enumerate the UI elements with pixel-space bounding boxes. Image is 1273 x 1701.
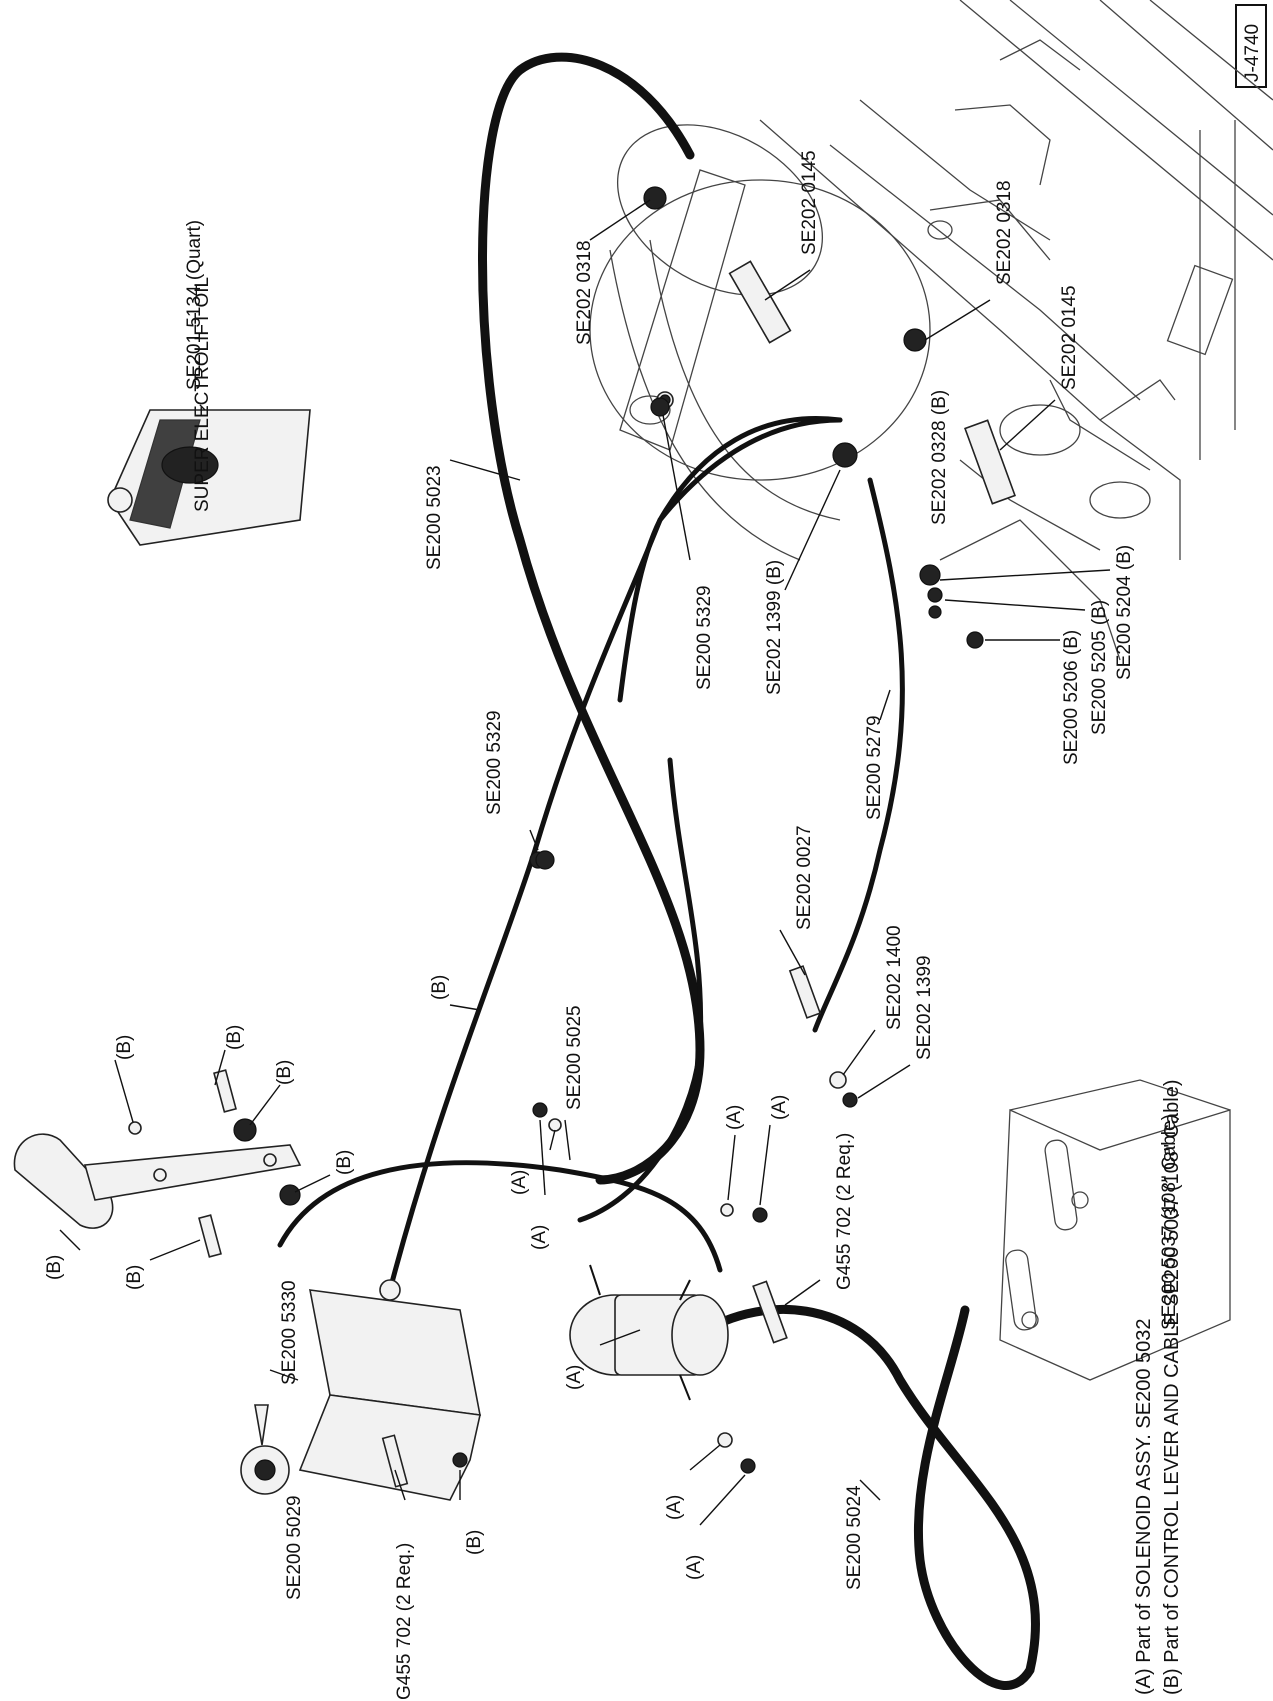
label-bolt-right: SE202 0145 [1059,285,1080,390]
ref-b-5: (B) [44,1255,65,1280]
hardware [128,186,1016,1488]
ref-a-1: (A) [509,1170,530,1195]
label-part-5206: SE200 5206 (B) [1061,630,1082,765]
ref-a-5: (A) [564,1365,585,1390]
label-bolt-0027: SE202 0027 [794,825,815,930]
legend: (A) Part of SOLENOID ASSY. SE200 5032 (B… [1133,1079,1183,1695]
ref-a-6: (A) [664,1495,685,1520]
ref-b-1: (B) [114,1035,135,1060]
label-screw-g455-right: G455 702 (2 Req.) [834,1133,855,1290]
label-part-5205: SE200 5205 (B) [1089,600,1110,735]
label-cable-5023: SE200 5023 [424,465,445,570]
ref-a-4: (A) [769,1095,790,1120]
label-cable-5024: SE200 5024 [844,1485,865,1590]
ref-b-7: (B) [464,1530,485,1555]
ref-b-3: (B) [274,1060,295,1085]
figure-id: J-4740 [1242,24,1263,82]
label-battery-cable: SE200 5037 (108" Cable) [1159,1114,1180,1330]
oil-can: SUPER ELECTROLIFT OIL [107,277,311,546]
leader-lines [59,199,1111,1526]
label-bolt-top: SE202 0145 [799,150,820,255]
label-bolt-b: SE202 0328 (B) [929,390,950,525]
ref-b-2: (B) [224,1025,245,1050]
label-screw-g455-left: G455 702 (2 Req.) [394,1543,415,1700]
oil-can-text: SUPER ELECTROLIFT OIL [192,277,213,512]
label-oil: SE201 5134 (Quart) [184,220,205,390]
label-washer-1400: SE202 1400 [884,925,905,1030]
pump-frame-drawing [589,0,1273,661]
ref-a-7: (A) [684,1555,705,1580]
wire-lower [577,757,704,1223]
solenoid [569,1264,729,1401]
wire-5329 [617,417,843,703]
ref-a-3: (A) [724,1105,745,1130]
label-grommet-5329-b: SE200 5329 [484,710,505,815]
pedal [13,1133,302,1229]
label-grommet-5329-a: SE200 5329 [694,585,715,690]
label-nut-right: SE202 0318 [994,180,1015,285]
switch-5029 [240,1404,290,1495]
label-wire-5025: SE200 5025 [564,1005,585,1110]
figure-id-box: J-4740 [1235,4,1267,88]
control-cable-b [387,416,843,1293]
label-boot-5330: SE200 5330 [279,1280,300,1385]
legend-line-a: (A) Part of SOLENOID ASSY. SE200 5032 [1133,1319,1155,1696]
cable-5023 [478,52,705,1185]
label-cable-5279: SE200 5279 [864,715,885,820]
cable-5279 [812,477,905,1033]
label-switch-5029: SE200 5029 [284,1495,305,1600]
label-nut-1399: SE202 1399 [914,955,935,1060]
label-nut-mid: SE202 1399 (B) [764,560,785,695]
battery-box [999,1079,1231,1381]
ref-b-4: (B) [334,1150,355,1175]
ref-a-2: (A) [529,1225,550,1250]
wire-5025 [277,1160,723,1273]
labels: SE201 5134 (Quart) SE202 0318 SE202 0145… [44,150,1180,1700]
cable-5024 [685,1304,1040,1690]
label-part-5204: SE200 5204 (B) [1114,545,1135,680]
legend-line-b: (B) Part of CONTROL LEVER AND CABLE SE20… [1161,1079,1183,1695]
ref-b-6: (B) [124,1265,145,1290]
label-cable-b: (B) [429,975,450,1000]
label-nut-top: SE202 0318 [574,240,595,345]
